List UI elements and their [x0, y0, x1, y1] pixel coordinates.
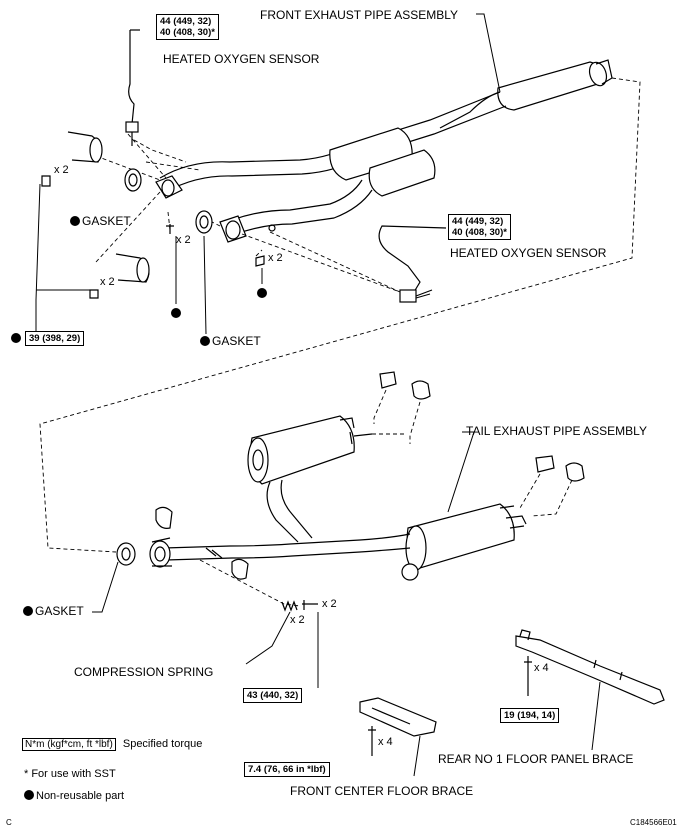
torque-value-sst: 40 (408, 30)*	[452, 227, 507, 238]
rear-floor-brace-label: REAR NO 1 FLOOR PANEL BRACE	[438, 752, 634, 766]
non-reusable-dot	[200, 336, 210, 346]
gasket-label-1: GASKET	[70, 214, 131, 228]
qty-label: x 2	[100, 276, 115, 288]
torque-value: 43 (440, 32)	[247, 690, 299, 701]
qty-label: x 2	[290, 614, 305, 626]
gasket-text: GASKET	[35, 604, 84, 618]
gasket-text: GASKET	[82, 214, 131, 228]
manifold-outlets	[67, 131, 150, 283]
compression-spring-label: COMPRESSION SPRING	[74, 665, 214, 679]
front-fasteners	[41, 175, 265, 299]
legend-sst-note: * For use with SST	[24, 768, 116, 780]
torque-value: 19 (194, 14)	[504, 710, 556, 721]
qty-label: x 4	[534, 662, 549, 674]
torque-value: 44 (449, 32)	[452, 216, 504, 227]
legend-non-reusable: Non-reusable part	[24, 790, 124, 802]
oxygen-sensor-label-top: HEATED OXYGEN SENSOR	[163, 52, 320, 66]
non-reusable-dot	[24, 790, 34, 800]
gasket-text: GASKET	[212, 334, 261, 348]
torque-box-flange-nuts: 39 (398, 29)	[25, 331, 85, 346]
legend-torque-key: N*m (kgf*cm, ft *lbf)	[22, 738, 116, 751]
torque-value: 7.4 (76, 66 in *lbf)	[248, 764, 326, 775]
rear-floor-brace	[515, 629, 665, 751]
oxygen-sensor-right	[378, 225, 447, 303]
front-exhaust-pipe	[155, 59, 613, 243]
gasket-rings	[116, 168, 213, 566]
footer-left-code: C	[6, 818, 12, 827]
qty-label: x 4	[378, 736, 393, 748]
front-center-brace-label: FRONT CENTER FLOOR BRACE	[290, 784, 474, 798]
qty-label: x 2	[268, 252, 283, 264]
legend-torque-desc: Specified torque	[122, 738, 203, 750]
front-exhaust-pipe-label: FRONT EXHAUST PIPE ASSEMBLY	[260, 8, 459, 22]
non-reusable-dot	[23, 606, 33, 616]
legend-non-reusable-text: Non-reusable part	[36, 790, 125, 802]
springs-and-bolts	[245, 600, 319, 688]
torque-box-sensor-right: 44 (449, 32) 40 (408, 30)*	[448, 214, 511, 240]
gasket-label-2: GASKET	[200, 334, 261, 348]
non-reusable-dot	[257, 288, 267, 298]
non-reusable-dot	[70, 216, 80, 226]
tail-exhaust-pipe-label: TAIL EXHAUST PIPE ASSEMBLY	[466, 424, 647, 438]
front-center-floor-brace	[359, 697, 437, 777]
non-reusable-dot	[171, 308, 181, 318]
qty-label: x 2	[322, 598, 337, 610]
oxygen-sensor-top	[125, 29, 140, 146]
non-reusable-dot	[11, 333, 21, 343]
qty-label: x 2	[176, 234, 191, 246]
figure-id: C184566E01	[630, 818, 677, 827]
torque-box-front-brace: 7.4 (76, 66 in *lbf)	[244, 762, 330, 777]
torque-box-tail-bolts: 43 (440, 32)	[243, 688, 303, 703]
oxygen-sensor-label-right: HEATED OXYGEN SENSOR	[450, 246, 607, 260]
torque-value: 39 (398, 29)	[29, 333, 81, 344]
gasket-label-3: GASKET	[23, 604, 84, 618]
rubber-hangers	[155, 371, 585, 580]
torque-value-sst: 40 (408, 30)*	[160, 27, 215, 38]
qty-label: x 2	[54, 164, 69, 176]
legend-torque: N*m (kgf*cm, ft *lbf) Specified torque	[22, 738, 203, 751]
tail-exhaust-pipe	[149, 415, 527, 581]
torque-value: 44 (449, 32)	[160, 16, 212, 27]
torque-box-sensor-top: 44 (449, 32) 40 (408, 30)*	[156, 14, 219, 40]
torque-box-rear-brace: 19 (194, 14)	[500, 708, 560, 723]
